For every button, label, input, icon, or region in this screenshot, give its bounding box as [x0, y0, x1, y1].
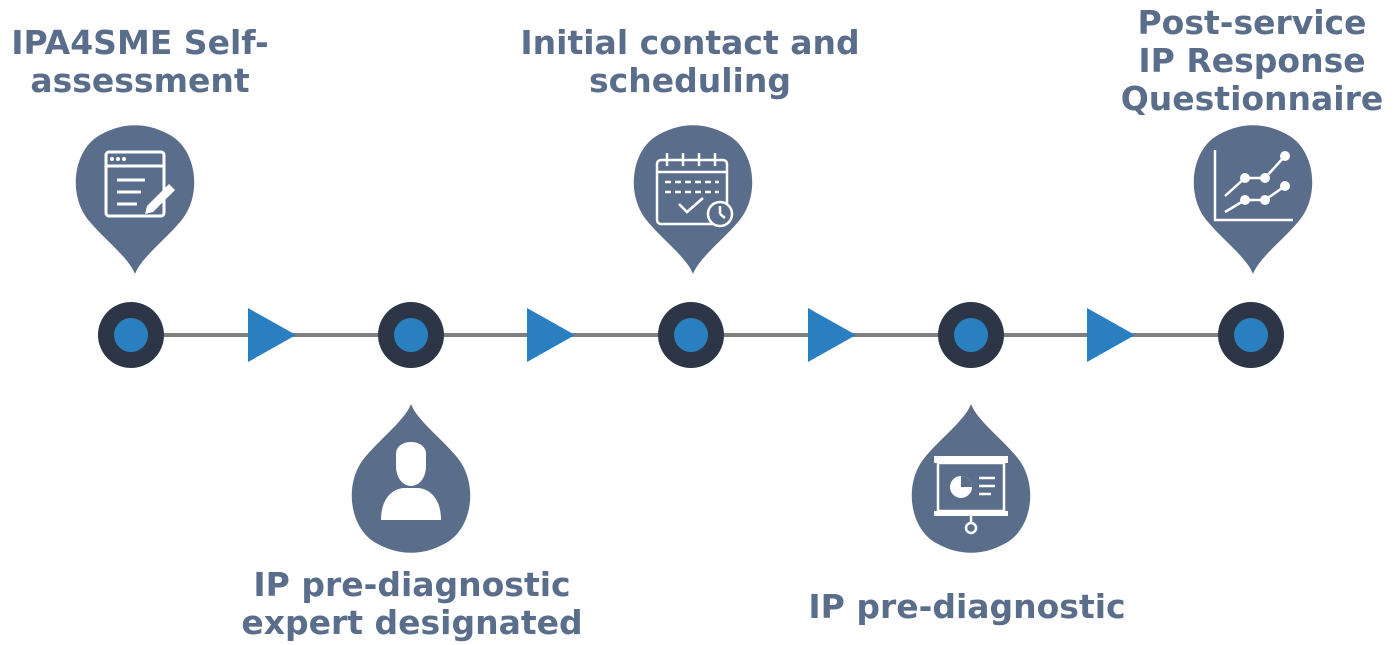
- step-2-label-line-2: expert designated: [241, 603, 583, 642]
- step-4-label: IP pre-diagnostic: [777, 588, 1157, 626]
- arrow-2: [527, 308, 575, 362]
- arrow-3: [808, 308, 856, 362]
- node-5: [1218, 302, 1284, 368]
- step-2-label-line-1: IP pre-diagnostic: [253, 565, 571, 604]
- node-1: [98, 302, 164, 368]
- step-1-label-line-2: assessment: [30, 61, 250, 100]
- step-1-label-line-1: IPA4SME Self-: [11, 23, 269, 62]
- step-4-label-line-1: IP pre-diagnostic: [808, 587, 1126, 626]
- node-3: [658, 302, 724, 368]
- step-2-label: IP pre-diagnostic expert designated: [222, 566, 602, 642]
- step-5-label: Post-service IP Response Questionnaire: [1062, 4, 1394, 118]
- pin-5: [1193, 125, 1313, 274]
- pin-4: [911, 404, 1031, 553]
- pin-3: [633, 125, 753, 274]
- node-4: [938, 302, 1004, 368]
- pin-2: [351, 404, 471, 553]
- line-chart-icon: [1213, 150, 1293, 222]
- step-3-label: Initial contact and scheduling: [500, 24, 880, 100]
- step-5-label-line-1: Post-service: [1137, 3, 1367, 42]
- presentation-chart-icon: [934, 456, 1008, 535]
- step-3-label-line-1: Initial contact and: [520, 23, 860, 62]
- form-edit-icon: [104, 150, 166, 218]
- pin-1: [75, 125, 195, 274]
- node-2: [378, 302, 444, 368]
- arrow-4: [1087, 308, 1135, 362]
- step-5-label-line-3: Questionnaire: [1120, 79, 1384, 118]
- step-5-label-line-2: IP Response: [1138, 41, 1366, 80]
- calendar-check-icon: [655, 153, 734, 228]
- step-1-label: IPA4SME Self- assessment: [0, 24, 330, 100]
- user-icon: [381, 442, 441, 520]
- arrow-1: [248, 308, 296, 362]
- step-3-label-line-2: scheduling: [589, 61, 791, 100]
